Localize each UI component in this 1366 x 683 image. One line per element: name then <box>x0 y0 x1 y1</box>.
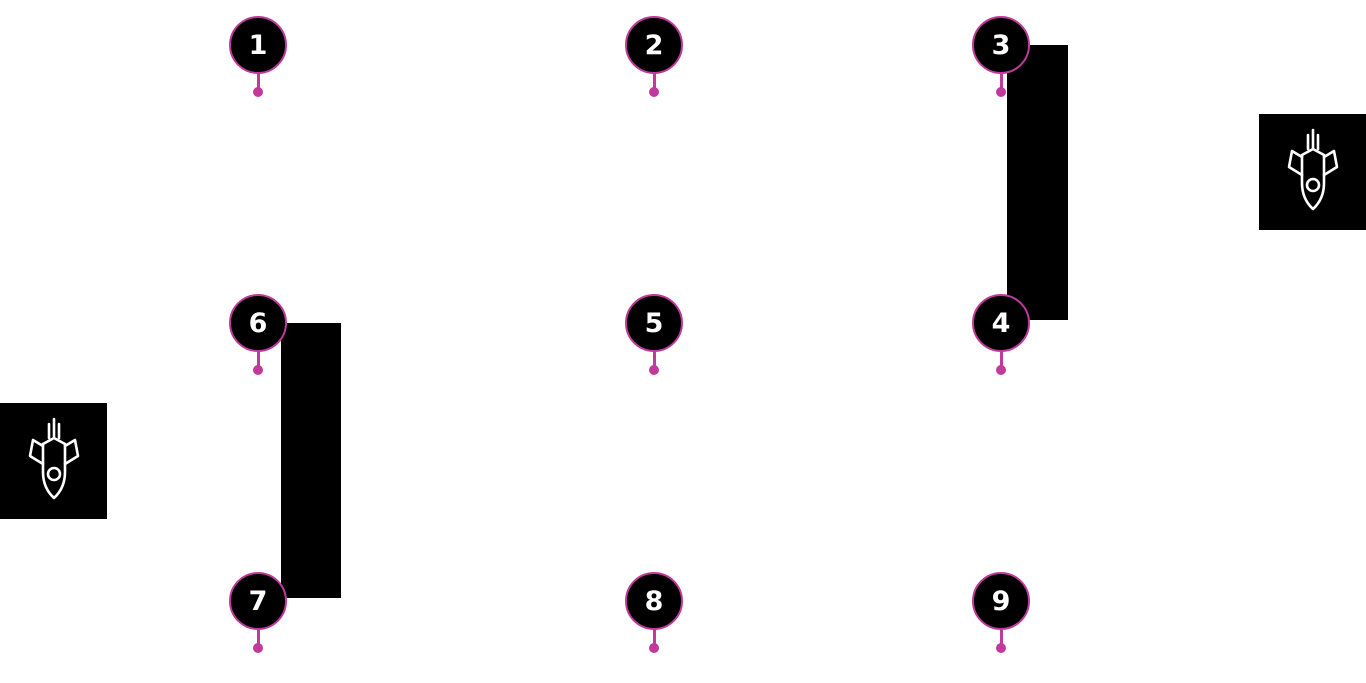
node-8: 8 <box>624 572 684 653</box>
node-dot <box>649 643 659 653</box>
node-stem <box>1000 66 1003 92</box>
node-number: 2 <box>625 16 683 74</box>
node-7: 7 <box>228 572 288 653</box>
node-1: 1 <box>228 16 288 97</box>
node-number: 5 <box>625 294 683 352</box>
node-5: 5 <box>624 294 684 375</box>
node-6: 6 <box>228 294 288 375</box>
node-dot <box>649 365 659 375</box>
node-3: 3 <box>971 16 1031 97</box>
node-dot <box>253 643 263 653</box>
node-stem <box>653 622 656 648</box>
connector-bar-3-4 <box>1007 45 1068 320</box>
node-dot <box>649 87 659 97</box>
node-stem <box>653 66 656 92</box>
rocket-tile-left <box>0 403 107 519</box>
node-number: 3 <box>972 16 1030 74</box>
node-stem <box>653 344 656 370</box>
node-dot <box>996 643 1006 653</box>
node-number: 4 <box>972 294 1030 352</box>
node-dot <box>253 365 263 375</box>
rocket-icon <box>28 417 79 500</box>
node-2: 2 <box>624 16 684 97</box>
node-4: 4 <box>971 294 1031 375</box>
node-stem <box>1000 622 1003 648</box>
connector-bar-6-7 <box>281 323 341 598</box>
rocket-icon <box>1287 128 1338 211</box>
node-dot <box>996 87 1006 97</box>
node-stem <box>257 344 260 370</box>
node-number: 8 <box>625 572 683 630</box>
node-stem <box>257 66 260 92</box>
node-number: 7 <box>229 572 287 630</box>
node-number: 1 <box>229 16 287 74</box>
node-stem <box>257 622 260 648</box>
node-dot <box>253 87 263 97</box>
node-dot <box>996 365 1006 375</box>
node-number: 9 <box>972 572 1030 630</box>
rocket-tile-right <box>1259 114 1366 230</box>
node-9: 9 <box>971 572 1031 653</box>
node-number: 6 <box>229 294 287 352</box>
node-stem <box>1000 344 1003 370</box>
